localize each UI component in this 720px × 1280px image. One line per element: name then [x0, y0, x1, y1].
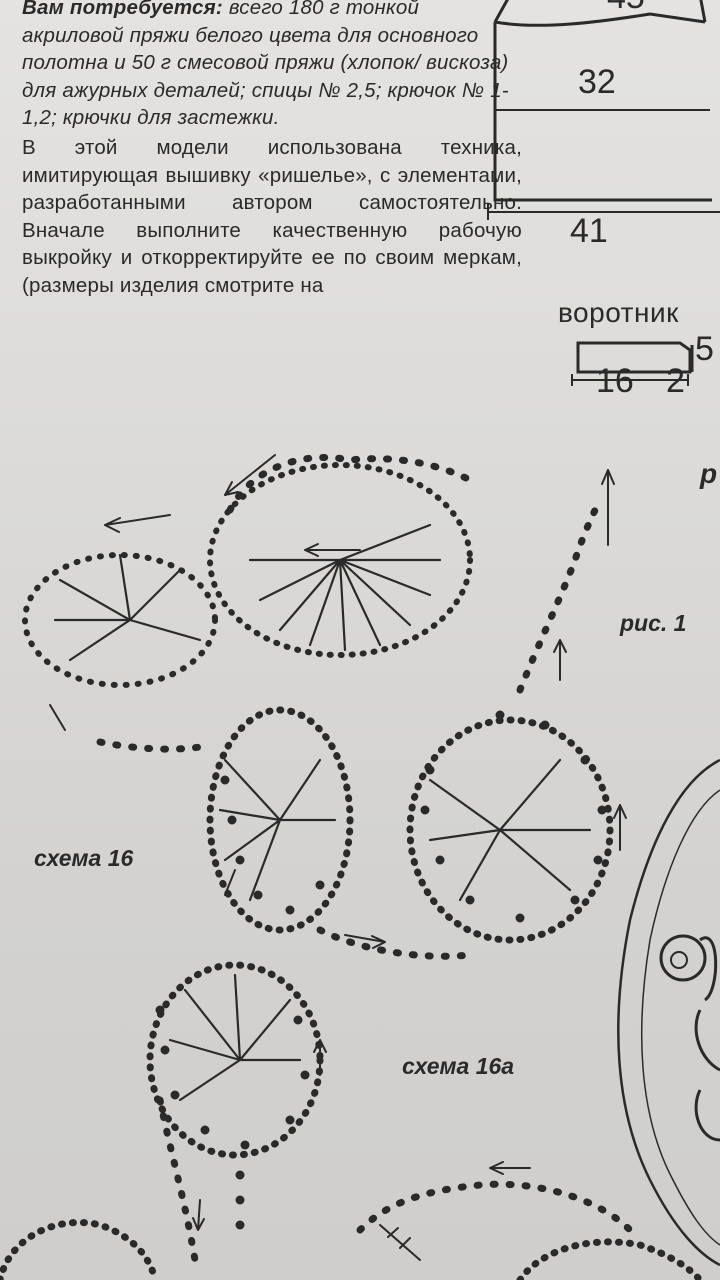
- bottom-right-motif: [516, 1238, 704, 1280]
- pattern-top-edge: [493, 0, 707, 23]
- chain-row-right: [516, 496, 604, 694]
- leaf-left-outline: [206, 706, 354, 934]
- center-spokes: [248, 523, 442, 652]
- pattern-dim-middle: 32: [578, 63, 616, 101]
- scheme-16a-label: схема 16а: [402, 1053, 515, 1079]
- chain-row-16a-left: [156, 1096, 199, 1264]
- collar-length: 16: [596, 362, 634, 400]
- materials-paragraph: Вам потребуется: всего 180 г тонкой акри…: [22, 0, 522, 132]
- leaf-left-spokes: [218, 758, 337, 902]
- chain-row-left: [96, 738, 214, 753]
- pattern-dim-bottom: 41: [570, 212, 608, 250]
- bottom-left-motif: [0, 1218, 159, 1280]
- leaf-right-spokes: [428, 758, 592, 902]
- collar-label: воротник: [558, 297, 679, 328]
- scheme16a-spokes: [168, 973, 302, 1102]
- leaf-right-outline: [406, 716, 614, 944]
- petal-left-spokes: [53, 553, 202, 662]
- chain-row-top: [226, 453, 474, 514]
- intro-text: Вам потребуется: всего 180 г тонкой акри…: [22, 0, 522, 300]
- materials-text: всего 180 г тонкой акриловой пряжи белог…: [22, 0, 509, 130]
- collar-offset: 2: [666, 362, 685, 400]
- figure-label: рис. 1: [620, 610, 687, 636]
- technique-paragraph: В этой модели использована техника, имит…: [22, 135, 522, 297]
- chain-row-bottom: [316, 926, 474, 960]
- stitch-dots: [155, 710, 607, 1230]
- collar-height: 5: [695, 330, 714, 368]
- petal-left-outline: [22, 552, 218, 688]
- direction-arrows: [49, 454, 627, 1231]
- collar-shape: [576, 341, 692, 374]
- cut-letter: р: [700, 458, 718, 489]
- chain-row-16a-bottom: [356, 1180, 634, 1234]
- materials-heading: Вам потребуется:: [22, 0, 223, 19]
- bottom-stitch-ticks: [379, 1224, 421, 1261]
- figure-sketch: [617, 758, 720, 1267]
- pattern-outline: [493, 22, 712, 202]
- scheme-16-label: схема 16: [34, 845, 134, 871]
- flower-center-outline: [207, 462, 473, 658]
- pattern-dim-top: 45: [607, 0, 645, 17]
- pattern-shoulder-line: [494, 12, 706, 27]
